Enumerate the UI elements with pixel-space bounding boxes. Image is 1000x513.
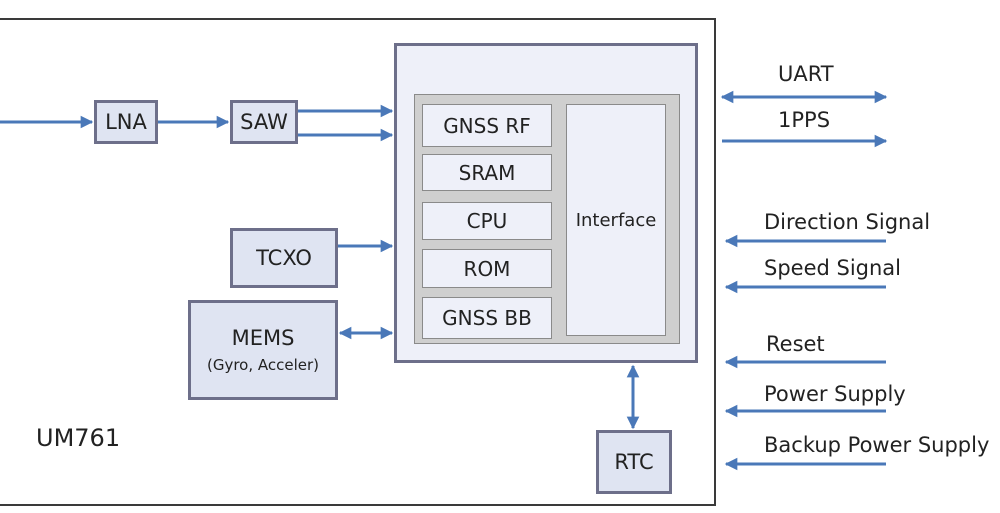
rom-label: ROM [463, 256, 511, 281]
gnss-rf-block: GNSS RF [422, 104, 552, 147]
mems-label: MEMS [231, 326, 295, 350]
power-supply-label: Power Supply [764, 382, 906, 406]
saw-label: SAW [240, 110, 288, 134]
sram-block: SRAM [422, 154, 552, 191]
cpu-label: CPU [466, 209, 508, 233]
lna-block: LNA [94, 100, 158, 144]
gnss-bb-block: GNSS BB [422, 297, 552, 339]
pps-label: 1PPS [778, 108, 831, 132]
interface-label: Interface [575, 209, 657, 231]
mems-block: MEMS (Gyro, Acceler) [188, 300, 338, 400]
sram-label: SRAM [458, 160, 516, 185]
direction-signal-label: Direction Signal [764, 210, 931, 234]
gnss-bb-label: GNSS BB [442, 306, 532, 330]
interface-block: Interface [566, 104, 666, 336]
speed-signal-label: Speed Signal [764, 256, 902, 280]
cpu-block: CPU [422, 202, 552, 240]
tcxo-label: TCXO [256, 246, 312, 270]
rom-block: ROM [422, 249, 552, 288]
reset-label: Reset [766, 332, 825, 356]
rtc-label: RTC [614, 450, 654, 474]
tcxo-block: TCXO [230, 228, 338, 288]
gnss-rf-label: GNSS RF [443, 113, 531, 138]
rtc-block: RTC [596, 430, 672, 494]
module-name: UM761 [36, 424, 121, 452]
backup-power-supply-label: Backup Power Supply [764, 433, 990, 457]
saw-block: SAW [230, 100, 298, 144]
mems-sublabel: (Gyro, Acceler) [206, 356, 320, 374]
uart-label: UART [778, 62, 834, 86]
lna-label: LNA [105, 110, 147, 134]
